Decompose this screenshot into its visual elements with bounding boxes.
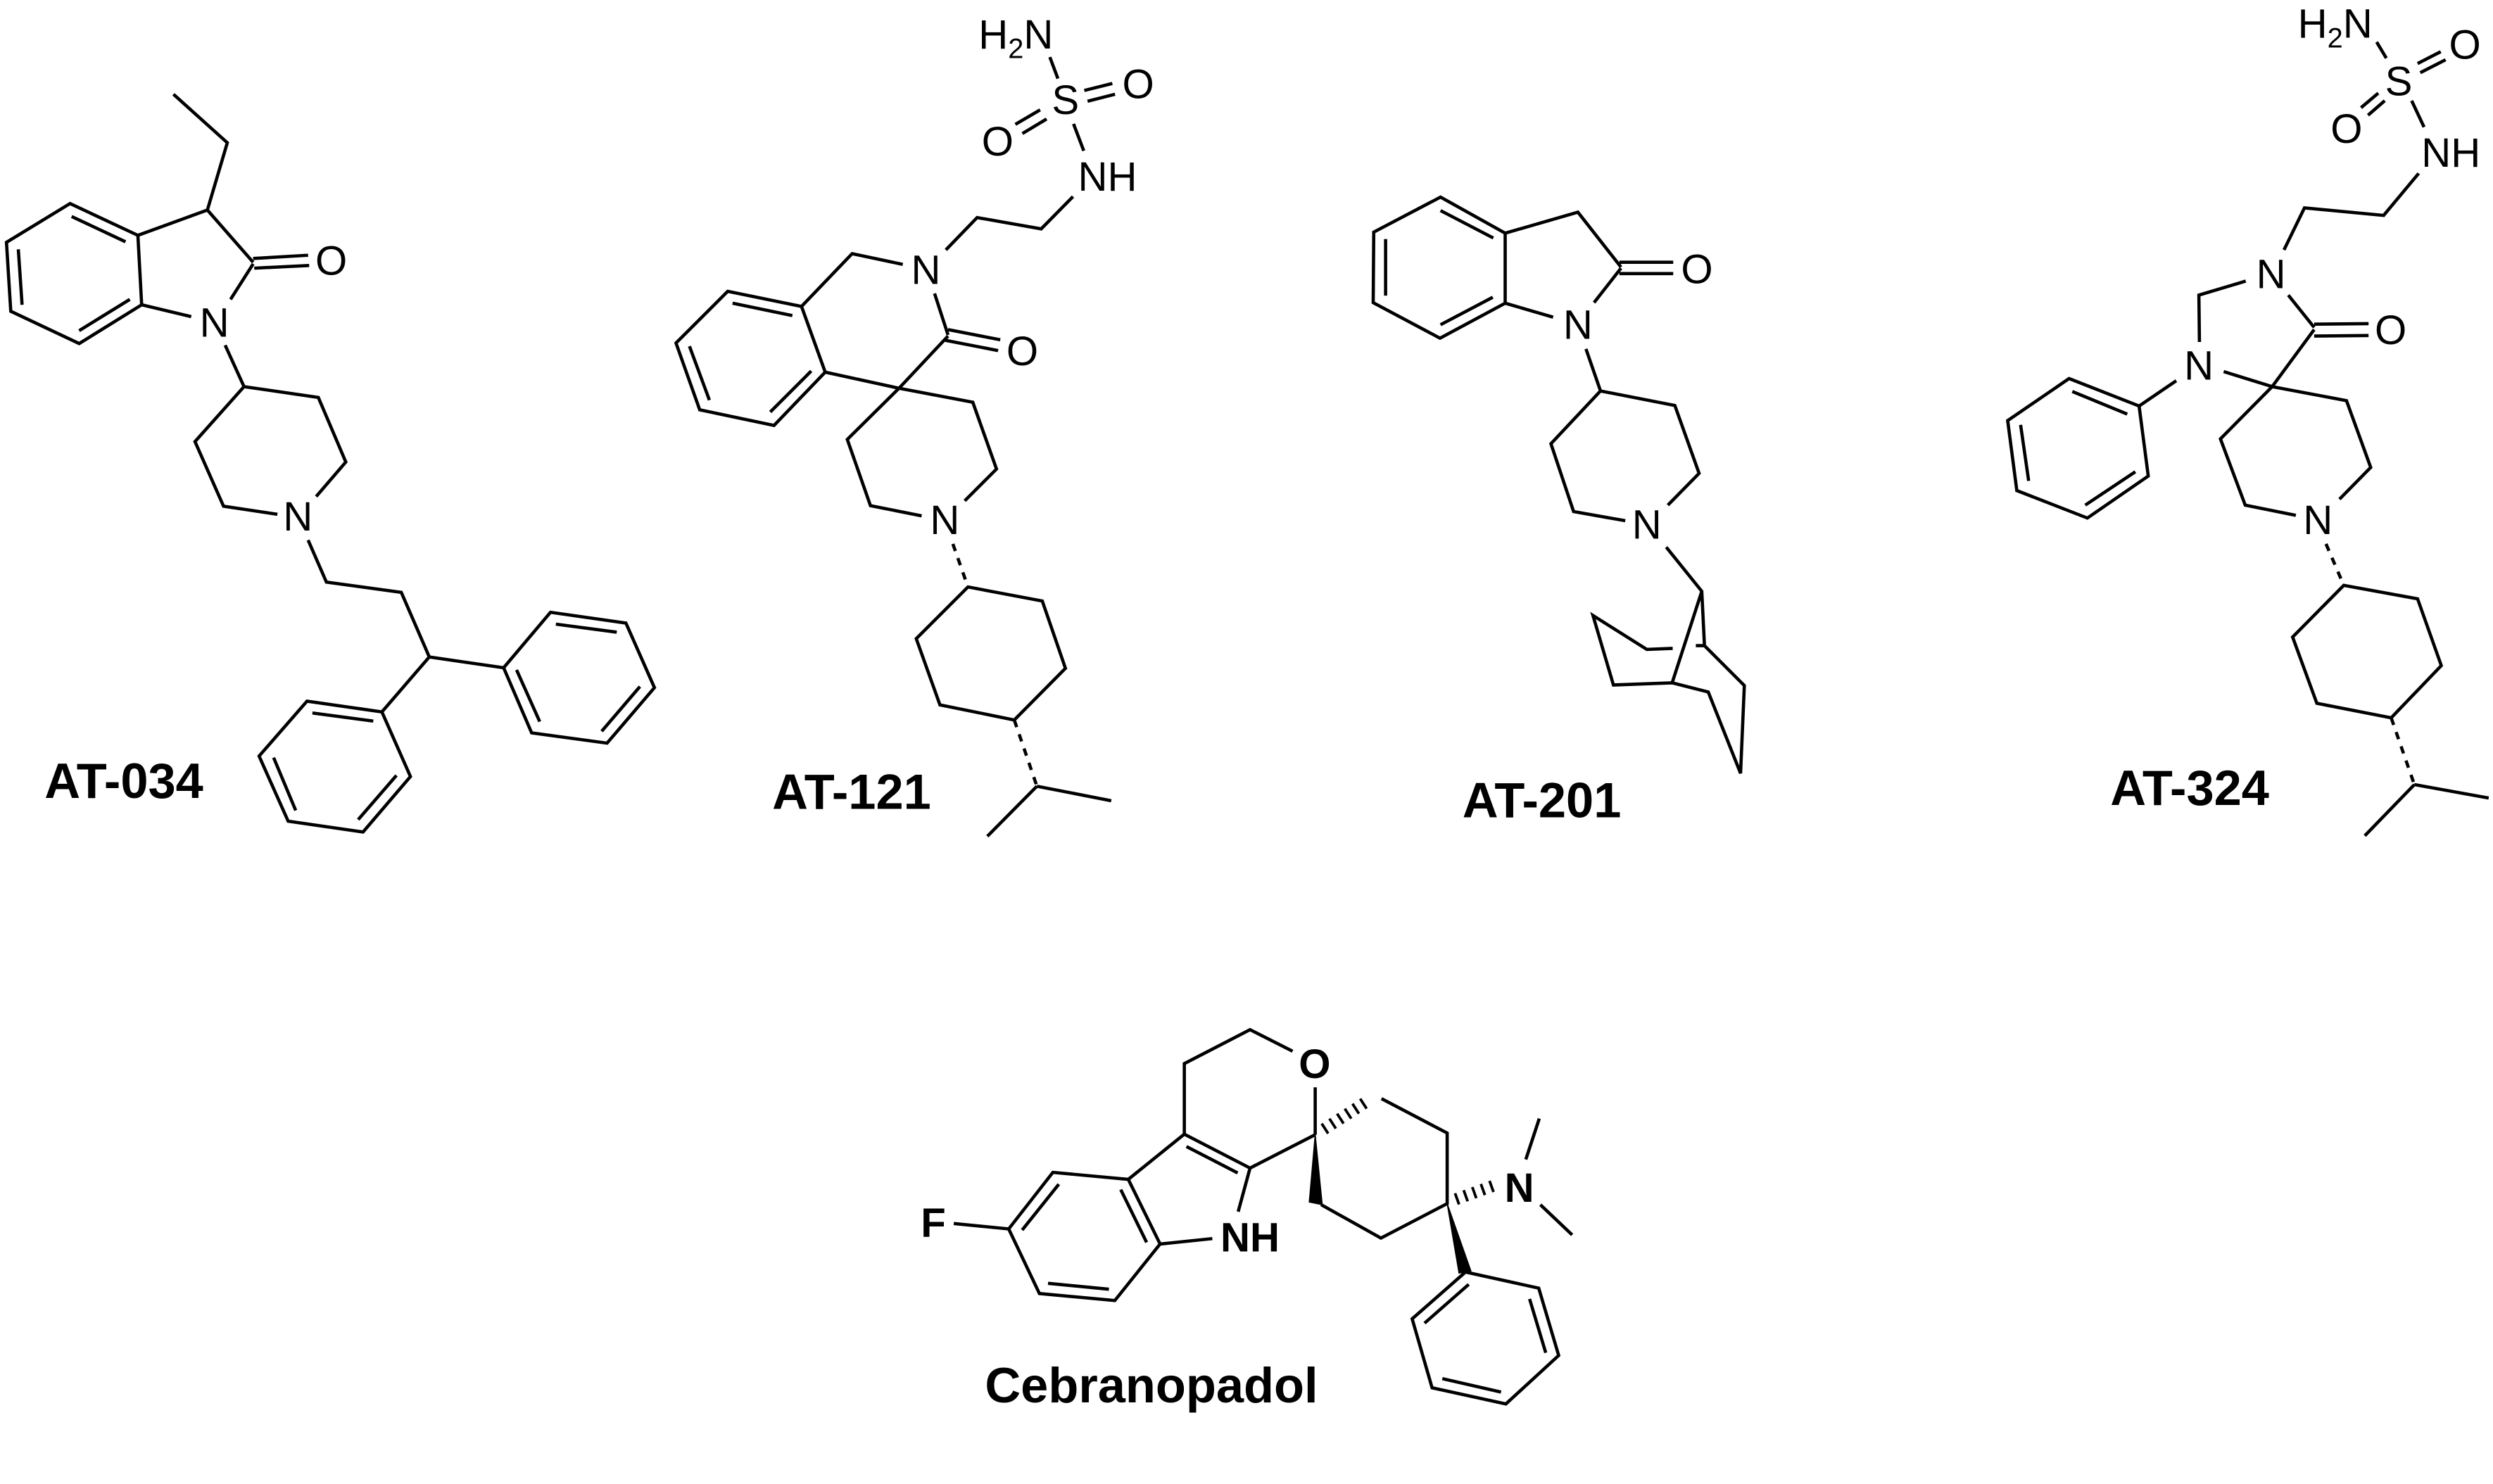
atom-n: N [2343, 1, 2373, 47]
molecule-at-324: H2N S O O NH N N O N AT-324 [2005, 1, 2489, 837]
compound-label-at-034: AT-034 [44, 753, 203, 808]
compound-label-cebranopadol: Cebranopadol [985, 1357, 1318, 1413]
atom-oxygen: O [2375, 307, 2406, 353]
atom-h: H [2298, 1, 2328, 47]
atom-nh: NH [2421, 130, 2480, 176]
atom-n: N [1023, 12, 1053, 58]
atom-nitrogen: N [283, 494, 313, 540]
atom-oxygen: O [1006, 329, 1038, 374]
atom-nitrogen: N [2184, 343, 2214, 389]
atom-nitrogen: N [911, 247, 941, 293]
compound-label-at-201: AT-201 [1463, 773, 1622, 828]
atom-oxygen: O [982, 119, 1014, 165]
atom-amine-h2n: H2N [2298, 1, 2373, 54]
molecule-cebranopadol: F NH O N Cebranopadol [921, 1027, 1574, 1413]
atom-oxygen: O [1122, 61, 1154, 107]
atom-nh: NH [1078, 154, 1137, 200]
atom-h: H [978, 12, 1008, 58]
atom-sulfur: S [2385, 58, 2413, 104]
molecule-at-034: O N N AT-034 [4, 93, 657, 834]
compound-label-at-121: AT-121 [772, 763, 931, 819]
atom-oxygen: O [315, 238, 347, 284]
atom-nitrogen: N [1505, 1165, 1534, 1211]
atom-oxygen: O [2330, 106, 2362, 152]
atom-oxygen: O [1299, 1041, 1330, 1087]
atom-nitrogen: N [1563, 302, 1593, 348]
atom-nitrogen: N [930, 497, 959, 543]
atom-nitrogen: N [200, 300, 229, 345]
atom-nitrogen: N [1632, 502, 1662, 547]
atom-oxygen: O [2449, 22, 2481, 68]
atom-nitrogen: N [2303, 497, 2333, 543]
atom-sulfur: S [1052, 77, 1079, 123]
compound-label-at-324: AT-324 [2110, 760, 2269, 816]
atom-oxygen: O [1681, 247, 1712, 293]
atom-fluorine: F [921, 1200, 946, 1246]
atom-nitrogen: N [2257, 251, 2286, 297]
molecule-at-121: H2N S O O NH N O N AT-121 [674, 12, 1154, 838]
subscript-2: 2 [1008, 34, 1023, 65]
molecule-at-201: O N N AT-201 [1371, 195, 1746, 828]
subscript-2: 2 [2328, 23, 2343, 53]
atom-nh: NH [1220, 1215, 1280, 1261]
atom-amine-h2n: H2N [978, 12, 1053, 65]
